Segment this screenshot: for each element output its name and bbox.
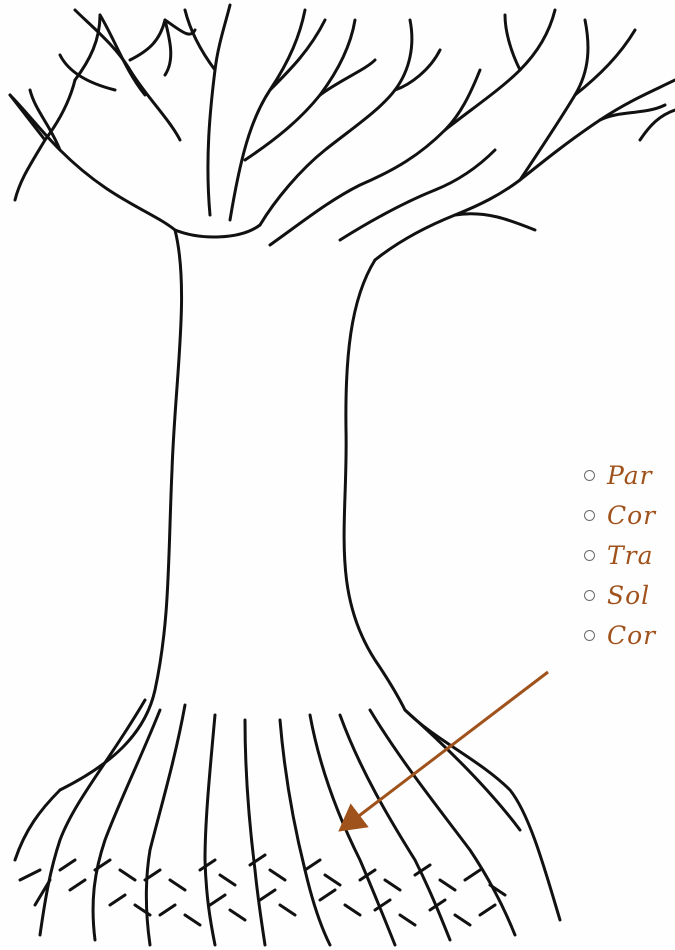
rootlet	[305, 860, 360, 915]
list-item: Tra	[577, 535, 675, 575]
bullet-icon	[584, 550, 595, 561]
list-item-label: Sol	[607, 581, 650, 610]
branch	[340, 150, 495, 240]
annotation-list: Par Cor Tra Sol Cor	[577, 455, 675, 655]
tree-outline	[10, 5, 675, 945]
branch	[320, 60, 375, 95]
bullet-icon	[584, 630, 595, 641]
branch	[10, 95, 175, 230]
bullet-icon	[584, 510, 595, 521]
list-item: Sol	[577, 575, 675, 615]
root	[15, 790, 60, 860]
list-item: Cor	[577, 495, 675, 535]
trunk-right-edge	[344, 260, 560, 920]
root	[405, 710, 520, 830]
list-item-label: Cor	[607, 501, 656, 530]
root	[245, 720, 265, 945]
annotation-arrow	[343, 672, 548, 828]
branch	[520, 20, 588, 180]
list-item-label: Par	[607, 461, 653, 490]
branch	[230, 10, 305, 220]
branch	[175, 225, 260, 237]
branch	[208, 5, 230, 215]
rootlet	[145, 870, 200, 925]
list-item-label: Tra	[607, 541, 654, 570]
branch	[260, 20, 412, 225]
branch	[640, 110, 675, 140]
branch	[505, 15, 520, 70]
rootlet	[95, 860, 150, 915]
branch	[130, 20, 171, 75]
branch	[575, 30, 635, 95]
branch	[185, 10, 215, 70]
branch	[445, 10, 555, 130]
list-item: Par	[577, 455, 675, 495]
branch	[395, 50, 440, 90]
branch	[75, 15, 100, 80]
list-item-label: Cor	[607, 621, 656, 650]
bullet-icon	[584, 470, 595, 481]
root	[146, 705, 185, 945]
bullet-icon	[584, 590, 595, 601]
branch	[455, 214, 535, 230]
list-item: Cor	[577, 615, 675, 655]
trunk-left-edge	[60, 230, 182, 790]
root	[205, 715, 215, 945]
